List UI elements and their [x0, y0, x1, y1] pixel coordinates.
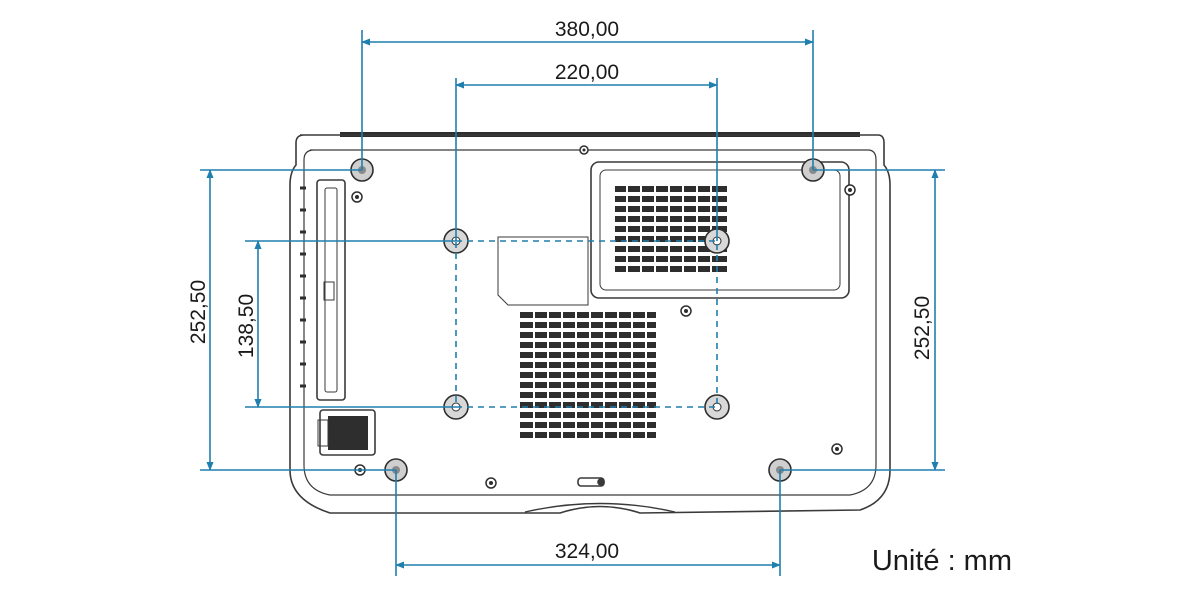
dim-label-left-outer: 252,50	[187, 280, 210, 344]
dim-label-right: 252,50	[911, 296, 934, 360]
connector-block	[319, 409, 376, 456]
vent-grille-lower	[520, 312, 656, 438]
dim-label-top-inner: 220,00	[555, 61, 619, 84]
lamp-cover	[590, 161, 850, 299]
dim-label-top-outer: 380,00	[555, 18, 619, 41]
side-slots	[300, 186, 306, 388]
unit-label: Unité : mm	[872, 545, 1012, 577]
dimension-lines	[200, 30, 945, 576]
feet	[350, 158, 825, 482]
projector-body	[289, 132, 891, 514]
body-outline	[289, 134, 891, 514]
vent-grille-upper	[615, 186, 727, 272]
dim-label-bottom: 324,00	[555, 540, 619, 563]
lamp-cover-inner	[599, 169, 841, 291]
mount-pattern-dashed	[455, 240, 718, 408]
dim-label-left-inner: 138,50	[235, 294, 258, 358]
filter-panel	[316, 179, 346, 401]
front-lip	[524, 502, 676, 513]
body-inner-outline	[303, 149, 877, 496]
label-area	[497, 236, 589, 306]
